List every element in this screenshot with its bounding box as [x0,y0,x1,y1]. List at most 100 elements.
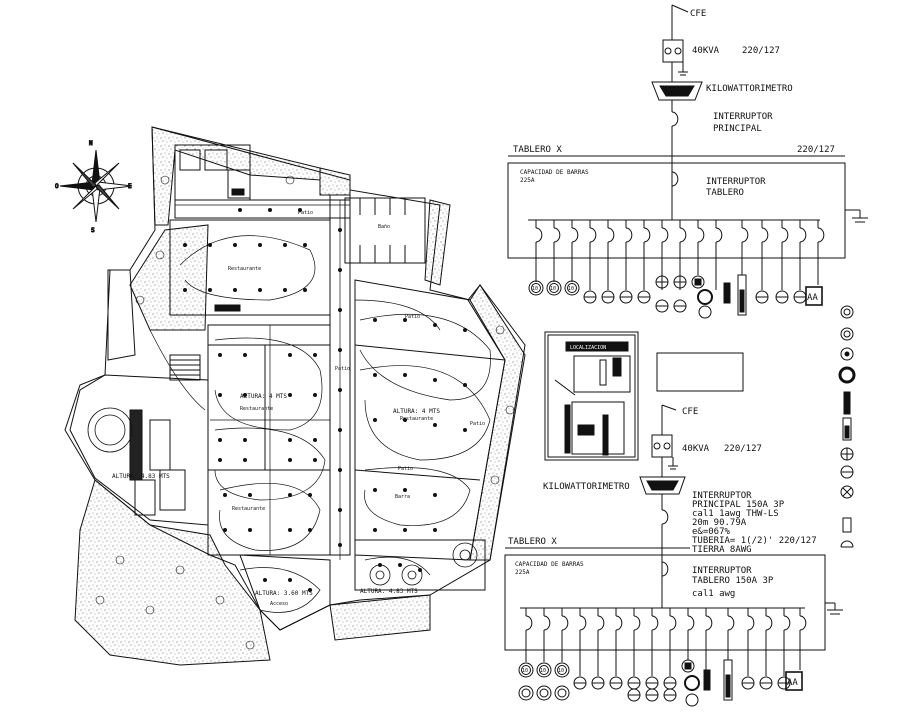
label-restaurante-2: Restaurante [240,406,273,412]
bottom-meter-label: KILOWATTORIMETRO [543,482,630,492]
top-main-switch-icon [671,111,679,127]
floor-plan [64,126,526,666]
compass-s: S [91,227,95,234]
service-room-a [179,149,201,171]
label-restaurante-4: Restaurante [400,416,433,422]
round-tables [87,407,478,586]
room-dining-right [354,279,506,561]
label-restaurante-1: Restaurante [228,266,261,272]
wiring-circuits [149,200,491,613]
room-acceso [239,554,331,631]
top-circuit-number: 10 [532,286,538,292]
service-room-b [204,149,228,171]
garden-area-south [329,594,431,641]
bottom-main-switch-5: e&=067% [692,527,731,537]
bottom-bus-label-1: CAPACIDAD DE BARRAS [515,561,584,568]
top-breakers [535,220,825,290]
single-line-diagram-top: CFE 40KVA 220/127 KILOWATTORIMETRO INTER… [507,4,868,319]
compass-o: O [55,183,59,190]
light-fixtures [183,208,467,592]
label-patio-5: Patio [398,466,413,472]
label-patio-4: Patio [470,421,485,427]
label-height-4: ALTURA: 3.60 MTS [255,590,313,597]
label-acceso: Acceso [270,601,288,607]
top-meter-label: KILOWATTORIMETRO [706,84,793,94]
top-bus-label-2: 225A [520,177,535,184]
garden-area-west [129,224,209,331]
bottom-aa-label: AA [787,678,798,688]
location-plan-title: LOCALIZACION [570,345,606,351]
garden-area-right [424,199,451,286]
room-dining-main [207,324,331,556]
bottom-breakers [525,608,807,676]
bottom-circuit-number: 10 [522,668,528,674]
label-barra: Barra [395,494,410,500]
top-cfe-label: CFE [690,9,706,19]
bottom-board-box [504,554,826,651]
label-patio-3: Patio [335,366,350,372]
floor-plan-labels: Restaurante Restaurante Restaurante Rest… [112,210,485,607]
bottom-main-switch-1: INTERRUPTOR [692,491,752,501]
bottom-main-switch-3: cal1 1awg THW-LS [692,509,779,519]
label-patio-2: Patio [405,314,420,320]
label-height-1: ALTURA: 4 MTS [240,393,287,400]
bottom-board-switch-2: TABLERO 150A 3P [692,576,774,586]
label-patio-1: Patio [298,210,313,216]
top-board-switch-label-2: TABLERO [706,188,744,198]
bottom-main-switch-4: 20m 90.79A [692,518,747,528]
bottom-circuit-number: 10 [540,668,546,674]
label-height-2: ALTURA: 4 MTS [393,408,440,415]
stair-block [169,354,201,381]
bottom-main-switch-6: TUBERIA= 1(/2)' 220/127 [692,536,817,546]
bottom-transformer-icon [651,434,673,458]
bottom-board-switch-1: INTERRUPTOR [692,566,752,576]
north-arrow-icon: N S E O [55,140,133,235]
garden-area-southwest [74,479,271,666]
label-height-5: ALTURA: 4.83 MTS [360,588,418,595]
plan-placeholder-box [656,352,744,392]
room-kitchen [69,374,209,526]
label-restaurante-3: Restaurante [232,506,265,512]
bottom-board-title: TABLERO X [508,537,557,547]
trees [95,175,515,650]
top-aa-label: AA [807,293,818,303]
single-line-diagram-bottom: CFE 40KVA 220/127 KILOWATTORIMETRO INTER… [504,404,843,707]
garden-area-top [151,126,321,226]
top-board-title: TABLERO X [513,145,562,155]
bottom-main-switch-icon [661,509,669,525]
bottom-board-switch-3: cal1 awg [692,589,735,599]
bottom-transformer-label: 40KVA [682,444,710,454]
bottom-bus-label-2: 225A [515,569,530,576]
bottom-main-switch-7: TIERRA 8AWG [692,545,752,555]
top-load-symbols: AA [528,274,823,319]
room-west-wing [107,269,136,361]
room-bottom-terrace [354,539,486,591]
top-voltage-label: 220/127 [742,46,780,56]
top-board-voltage: 220/127 [797,145,835,155]
top-circuit-number: 10 [550,286,556,292]
top-bus-label-1: CAPACIDAD DE BARRAS [520,169,589,176]
garden-area-topright [319,167,351,196]
top-main-switch-label-1: INTERRUPTOR [713,112,773,122]
corridor-top [174,199,351,219]
top-main-switch-label-2: PRINCIPAL [713,124,762,134]
top-transformer-label: 40KVA [692,46,720,56]
label-banos: Baño [378,224,390,230]
location-plan: LOCALIZACION [544,331,639,461]
bottom-voltage-label: 220/127 [724,444,762,454]
bottom-main-switch-2: PRINCIPAL 150A 3P [692,500,785,510]
top-transformer-icon [662,39,684,63]
top-board-box [507,162,846,259]
compass-n: N [89,140,93,147]
restroom-block [344,197,426,264]
bottom-cfe-label: CFE [682,407,698,417]
top-circuit-number: 10 [568,286,574,292]
label-height-3: ALTURA: 4.83 MTS [112,473,170,480]
legend-symbols [838,305,856,548]
service-room-c [227,169,251,199]
bottom-load-symbols: AA [518,659,803,707]
top-board-switch-label-1: INTERRUPTOR [706,177,766,187]
bottom-circuit-number: 10 [558,668,564,674]
